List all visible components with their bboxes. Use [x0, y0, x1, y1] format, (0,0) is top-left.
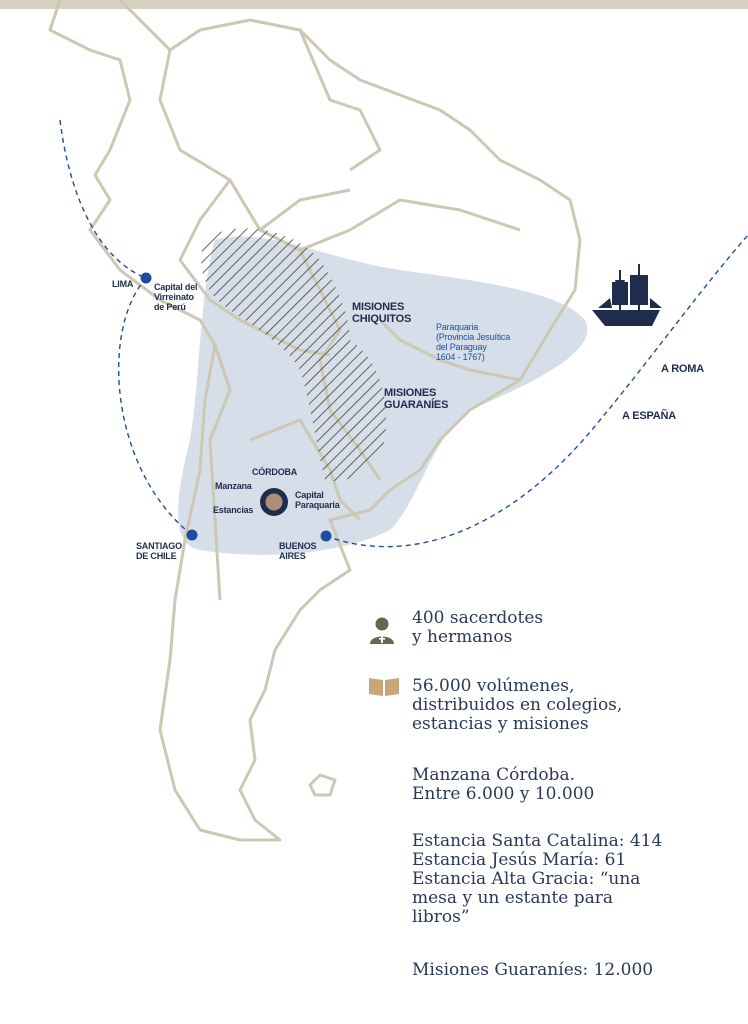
- line: Estancia Jesús María: 61: [412, 850, 627, 870]
- line: distribuidos en colegios,: [412, 695, 623, 715]
- line: Paraquaria: [436, 322, 479, 332]
- legend-manzana: Manzana Córdoba. Entre 6.000 y 10.000: [412, 766, 594, 804]
- line: 56.000 volúmenes,: [412, 676, 575, 696]
- priest-icon: [370, 617, 394, 644]
- line: BUENOS: [279, 541, 317, 551]
- line: (Provincia Jesuítica: [436, 332, 511, 342]
- line: Estancia Alta Gracia: “una: [412, 869, 641, 889]
- routes: [59, 119, 748, 548]
- label-buenos-aires: BUENOS AIRES: [279, 541, 317, 561]
- line: Manzana Córdoba.: [412, 765, 575, 785]
- label-estancias: Estancias: [213, 505, 254, 515]
- legend-estancias: Estancia Santa Catalina: 414 Estancia Je…: [412, 832, 662, 927]
- book-icon: [369, 678, 399, 696]
- line: Estancia Santa Catalina: 414: [412, 831, 663, 851]
- line: Capital del: [154, 282, 198, 292]
- line: Entre 6.000 y 10.000: [412, 784, 595, 804]
- line: Virreinato: [154, 292, 194, 302]
- label-lima-note: Capital del Virreinato de Perú: [154, 282, 198, 312]
- line: 400 sacerdotes: [412, 608, 544, 628]
- line: DE CHILE: [136, 551, 177, 561]
- label-lima: LIMA: [112, 279, 134, 289]
- top-bar: [0, 0, 748, 9]
- label-a-roma: A ROMA: [661, 363, 704, 375]
- legend-misiones: Misiones Guaraníes: 12.000: [412, 961, 653, 980]
- line: mesa y un estante para: [412, 888, 614, 908]
- line: MISIONES: [384, 387, 437, 399]
- line: GUARANÍES: [384, 399, 449, 411]
- line: CHIQUITOS: [352, 313, 412, 325]
- missions-hatch: [201, 228, 387, 481]
- label-santiago: SANTIAGO DE CHILE: [136, 541, 182, 561]
- label-a-espana: A ESPAÑA: [622, 410, 677, 422]
- ship-icon: [592, 264, 662, 326]
- legend-priests: 400 sacerdotes y hermanos: [412, 609, 543, 647]
- line: SANTIAGO: [136, 541, 182, 551]
- lima-dot: [140, 272, 152, 284]
- label-capital: Capital Paraquaria: [295, 490, 340, 510]
- line: del Paraguay: [436, 342, 487, 352]
- santiago-dot: [186, 529, 198, 541]
- line: Misiones Guaraníes: 12.000: [412, 960, 654, 980]
- line: AIRES: [279, 551, 306, 561]
- line: estancias y misiones: [412, 714, 589, 734]
- label-manzana: Manzana: [215, 481, 252, 491]
- label-paraquaria: Paraquaria (Provincia Jesuítica del Para…: [436, 322, 510, 362]
- line: 1604 - 1767): [436, 352, 485, 362]
- line: Capital: [295, 490, 324, 500]
- legend-books: 56.000 volúmenes, distribuidos en colegi…: [412, 677, 622, 734]
- line: MISIONES: [352, 301, 405, 313]
- city-dots: [140, 272, 332, 542]
- line: y hermanos: [412, 627, 513, 647]
- line: libros”: [412, 907, 470, 927]
- label-guaranies: MISIONES GUARANÍES: [384, 387, 448, 411]
- line: de Perú: [154, 302, 186, 312]
- label-chiquitos: MISIONES CHIQUITOS: [352, 301, 411, 325]
- line: Paraquaria: [295, 500, 340, 510]
- label-cordoba: CÓRDOBA: [252, 467, 298, 477]
- buenos-aires-dot: [320, 530, 332, 542]
